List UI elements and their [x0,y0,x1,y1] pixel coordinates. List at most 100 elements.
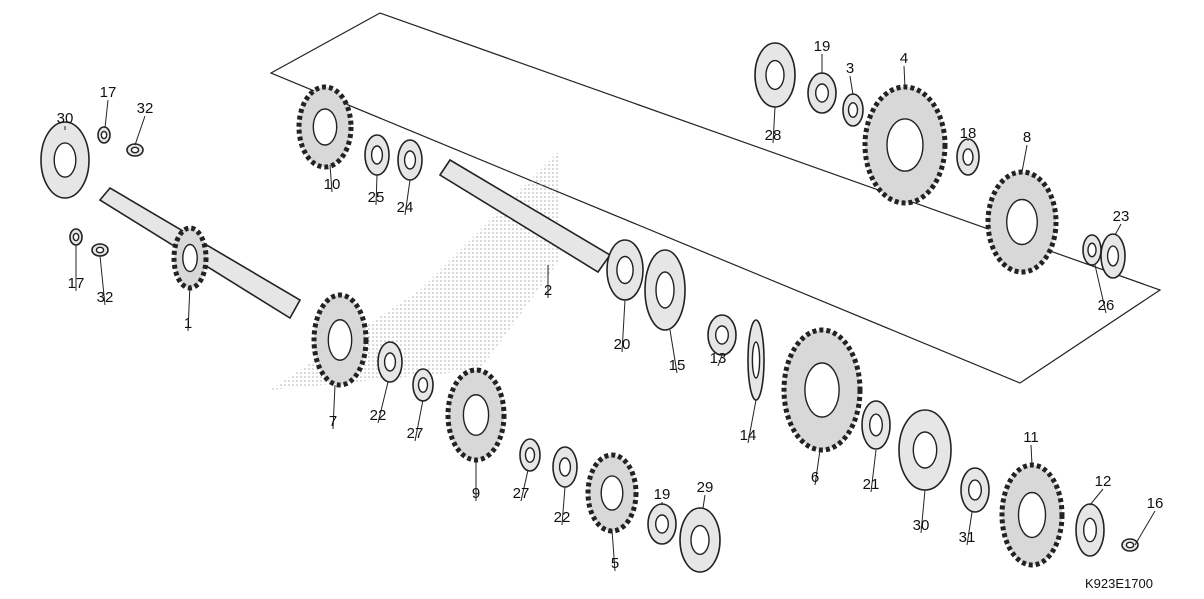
part-number-label: 27 [513,485,530,502]
bearing-bore [690,524,710,556]
leader-line [99,255,106,306]
circlip-bore [524,447,536,463]
part-number-label: 19 [814,38,831,55]
leader-line [187,284,191,332]
part-number-label: 1 [184,315,192,332]
washer-bore [558,457,572,477]
seal-bore [968,479,983,501]
bearing-bore [53,142,77,178]
part-number-label: 8 [1023,129,1031,146]
diagram-code: K923E1700 [1085,576,1153,591]
washer-bore [962,148,974,166]
leader-line [747,399,757,444]
part-number-label: 12 [1095,473,1112,490]
washer-bore [383,352,397,372]
washer-bore [403,150,417,170]
leader-line [520,469,529,502]
part-number-label: 13 [710,350,727,367]
part-number-label: 14 [740,427,757,444]
leader-line [814,449,821,486]
gear-bore [327,319,353,361]
gear-bore [312,108,338,146]
leader-line [717,354,723,367]
part-number-label: 17 [68,275,85,292]
part-number-label: 19 [654,486,671,503]
washer-bore [100,130,108,140]
leader-line [404,179,411,216]
part-number-label: 4 [900,50,908,67]
thrust-washer-bore [616,255,634,285]
leader-line [375,174,378,206]
part-number-label: 10 [324,176,341,193]
leader-line [772,106,776,144]
circlip-bore [417,377,429,393]
collar-bore [847,102,859,118]
leader-line [104,99,109,129]
bolt-bore [1125,541,1135,549]
part-number-label: 15 [669,357,686,374]
part-number-label: 9 [472,485,480,502]
part-number-label: 29 [697,479,714,496]
washer-bore [715,325,730,345]
leader-line [1094,264,1107,314]
leader-line [920,489,926,534]
part-number-label: 28 [765,127,782,144]
part-number-label: 30 [57,110,74,127]
assembly-outline [269,12,1162,384]
bolt-bore [95,246,105,254]
part-number-label: 20 [614,336,631,353]
leader-line [1114,223,1122,236]
leader-line [1030,444,1033,466]
part-number-label: 30 [913,517,930,534]
leader-line [1134,510,1156,546]
gear-bore [1006,198,1039,246]
leader-line [621,299,626,353]
plate-bore [1082,517,1097,543]
gear-bore [804,362,840,418]
part-number-label: 32 [97,289,114,306]
circlip-bore [370,145,384,165]
part-number-label: 6 [811,469,819,486]
washer-bore [869,413,884,437]
leader-line [702,494,706,509]
part-number-label: 3 [846,60,854,77]
washer-bore [815,83,830,103]
leader-line [332,384,336,430]
bearing-bore [765,59,785,91]
leader-line [377,381,389,424]
leader-line [849,75,854,96]
gear-bore [182,243,198,273]
part-number-label: 26 [1098,297,1115,314]
part-number-label: 23 [1113,208,1130,225]
washer-bore [655,514,670,534]
leader-line [1021,144,1028,173]
gear-bore [600,475,624,511]
part-number-label: 16 [1147,495,1164,512]
watermark-logo [270,150,560,390]
part-number-label: 22 [370,407,387,424]
leader-line [134,115,146,146]
part-number-label: 32 [137,100,154,117]
leader-line [329,164,333,193]
part-number-label: 22 [554,509,571,526]
leader-line [561,486,566,526]
leader-line [903,65,906,89]
part-number-label: 11 [1023,429,1039,446]
bearing-bore [912,431,938,469]
part-number-label: 5 [611,555,619,572]
part-number-label: 17 [100,84,117,101]
leader-line [966,511,973,546]
washer-bore [72,232,80,242]
part-number-label: 25 [368,189,385,206]
part-number-label: 27 [407,425,424,442]
leader-line [611,529,616,572]
part-number-label: 21 [863,476,880,493]
circlip-bore [1087,242,1097,258]
sprocket-bore [1017,491,1047,539]
gear-bore [886,118,924,172]
part-number-label: 7 [329,413,337,430]
plate-bore [655,271,675,309]
leader-line [414,399,424,442]
bolt-bore [130,146,140,154]
